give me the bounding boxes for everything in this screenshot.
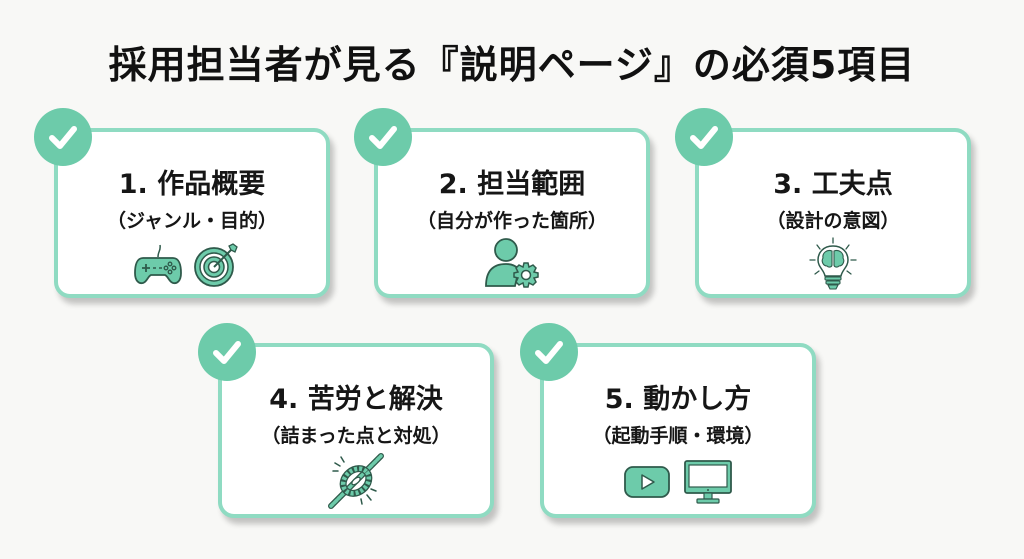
card-struggles-solutions: 4. 苦労と解決 （詰まった点と対処） [198,323,494,518]
card-responsibility: 2. 担当範囲 （自分が作った箇所） [354,108,650,298]
card-icons [52,242,320,288]
card-design-points: 3. 工夫点 （設計の意図） [675,108,971,298]
check-icon [690,126,718,149]
target-arrow-icon [194,243,238,287]
card-subtitle: （設計の意図） [766,210,900,232]
checkmark-badge [34,108,92,166]
card-subtitle: （詰まった点と対処） [261,425,451,447]
game-controller-icon [134,244,182,285]
check-icon [49,126,77,149]
checkmark-badge [675,108,733,166]
checkmark-badge [198,323,256,381]
card-work-overview: 1. 作品概要 （ジャンル・目的） [34,108,330,298]
card-subtitle: （起動手順・環境） [592,425,764,447]
card-subtitle: （ジャンル・目的） [106,210,278,232]
checkmark-badge [520,323,578,381]
user-gear-icon [485,238,539,288]
card-title: 5. 動かし方 [604,384,752,415]
card-title: 3. 工夫点 [773,169,893,200]
check-icon [535,341,563,364]
check-icon [369,126,397,149]
lightbulb-brain-icon [809,237,857,290]
checkmark-badge [354,108,412,166]
check-icon [213,341,241,364]
card-icons [222,451,490,511]
card-icons [378,236,646,292]
card-title: 2. 担当範囲 [438,169,586,200]
card-icons [699,236,967,296]
card-subtitle: （自分が作った箇所） [416,210,607,232]
page-title: 採用担当者が見る『説明ページ』の必須5項目 [108,43,916,87]
card-how-to-run: 5. 動かし方 （起動手順・環境） [520,323,816,518]
card-icons [544,459,812,505]
card-title: 4. 苦労と解決 [269,384,443,415]
card-title: 1. 作品概要 [118,169,266,200]
video-play-icon [624,466,670,498]
monitor-icon [684,460,732,504]
rope-knot-icon [328,453,384,509]
